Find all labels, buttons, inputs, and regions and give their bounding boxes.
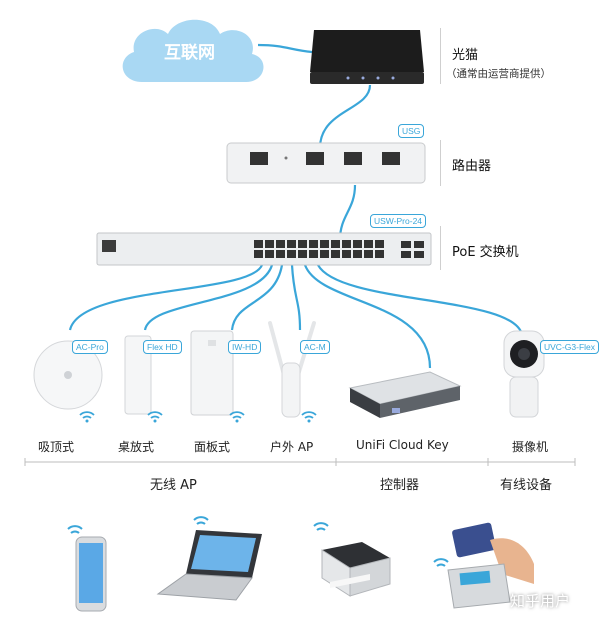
wifi-icon <box>146 408 164 427</box>
ceiling-ap-tag: AC-Pro <box>72 340 108 354</box>
camera-label: 摄像机 <box>512 440 549 454</box>
modem-device <box>308 26 426 86</box>
group-wired: 有线设备 <box>500 478 553 493</box>
modem-label: 光猫 <box>452 48 479 63</box>
divider <box>440 28 441 84</box>
divider <box>440 140 441 186</box>
ceiling-ap-label: 吸顶式 <box>38 440 75 454</box>
wifi-icon <box>300 408 318 427</box>
poe-switch-device <box>96 232 432 268</box>
router-device <box>226 142 426 186</box>
desk-ap-tag: Flex HD <box>143 340 182 354</box>
modem-note: （通常由运营商提供） <box>446 68 551 80</box>
desk-ap-label: 桌放式 <box>118 440 155 454</box>
desk-ap-device <box>124 335 154 417</box>
ceiling-ap-device <box>30 335 110 415</box>
wall-ap-tag: IW-HD <box>228 340 262 354</box>
internet-label: 互联网 <box>164 43 215 63</box>
cloud-key-label: UniFi Cloud Key <box>356 438 449 452</box>
outdoor-ap-tag: AC-M <box>300 340 330 354</box>
cloud-icon <box>122 19 264 82</box>
group-bracket <box>24 458 576 466</box>
wifi-icon <box>78 408 96 427</box>
switch-label: PoE 交换机 <box>452 245 519 260</box>
printer-icon <box>300 512 400 616</box>
cloud-key-device <box>346 366 464 422</box>
wifi-icon <box>228 408 246 427</box>
outdoor-ap-device <box>262 315 324 420</box>
group-controller: 控制器 <box>380 478 420 493</box>
camera-device <box>498 325 552 423</box>
laptop-icon <box>152 508 272 612</box>
internet-cloud: 互联网 <box>112 10 272 90</box>
router-label: 路由器 <box>452 159 492 174</box>
watermark-text: 知乎用户 <box>510 592 571 610</box>
outdoor-ap-label: 户外 AP <box>270 440 314 454</box>
pos-terminal-icon <box>430 514 540 618</box>
router-tag: USG <box>398 124 425 138</box>
wall-ap-device <box>190 330 236 416</box>
phone-icon <box>60 515 120 619</box>
camera-tag: UVC-G3-Flex <box>540 340 600 354</box>
divider <box>440 226 441 270</box>
group-wireless-ap: 无线 AP <box>150 478 197 493</box>
wall-ap-label: 面板式 <box>194 440 231 454</box>
switch-tag: USW-Pro-24 <box>370 214 427 228</box>
